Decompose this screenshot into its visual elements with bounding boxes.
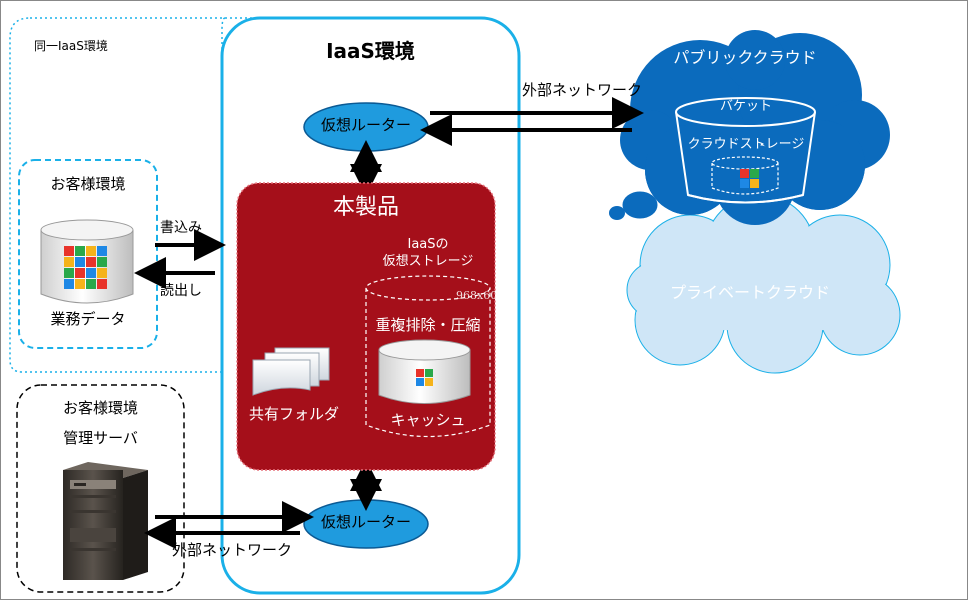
write-label: 書込み bbox=[160, 220, 202, 236]
same-iaas-label: 同一IaaS環境 bbox=[34, 39, 108, 53]
shared-folder-label: 共有フォルダ bbox=[248, 405, 339, 423]
cloud-storage-label: クラウドストレージ bbox=[687, 137, 805, 152]
admin-server-label: 管理サーバ bbox=[63, 429, 138, 447]
storage-logo-icon bbox=[740, 169, 759, 188]
server-icon bbox=[63, 462, 148, 580]
public-cloud-label: パブリッククラウド bbox=[673, 48, 817, 67]
watermark-text: 968x600 bbox=[456, 289, 505, 302]
customer-environment-label: お客様環境 bbox=[50, 175, 126, 193]
business-data-logo-icon bbox=[64, 246, 107, 289]
customer-environment-box bbox=[18, 159, 158, 349]
product-label: 本製品 bbox=[332, 195, 399, 220]
bucket-cylinder bbox=[675, 97, 816, 204]
admin-environment-label-line1: お客様環境 bbox=[62, 399, 138, 417]
iaas-virtual-storage bbox=[365, 275, 491, 438]
same-iaas-region bbox=[9, 17, 226, 373]
dedup-compress-label: 重複排除・圧縮 bbox=[375, 316, 481, 334]
iaas-environment-box bbox=[220, 16, 521, 595]
iaas-storage-label-line1: IaaSの bbox=[407, 237, 449, 252]
iaas-storage-label-line2: 仮想ストレージ bbox=[382, 254, 474, 269]
iaas-label: IaaS環境 bbox=[326, 39, 415, 63]
shared-folder-icon bbox=[252, 347, 330, 396]
router-top-label: 仮想ルーター bbox=[320, 116, 411, 134]
router-bottom-label: 仮想ルーター bbox=[320, 513, 411, 531]
cloud-storage-cylinder bbox=[711, 156, 779, 195]
external-network-bottom-label: 外部ネットワーク bbox=[172, 541, 293, 559]
external-network-top-label: 外部ネットワーク bbox=[522, 81, 643, 99]
admin-environment-box bbox=[16, 384, 185, 593]
bucket-label: バケット bbox=[719, 99, 772, 114]
private-cloud bbox=[626, 194, 901, 374]
cache-label: キャッシュ bbox=[390, 411, 466, 429]
business-data-label: 業務データ bbox=[50, 310, 126, 328]
read-label: 読出し bbox=[160, 283, 202, 299]
cache-logo-icon bbox=[416, 369, 433, 386]
private-cloud-label: プライベートクラウド bbox=[669, 283, 830, 302]
cache-cylinder bbox=[378, 339, 471, 404]
